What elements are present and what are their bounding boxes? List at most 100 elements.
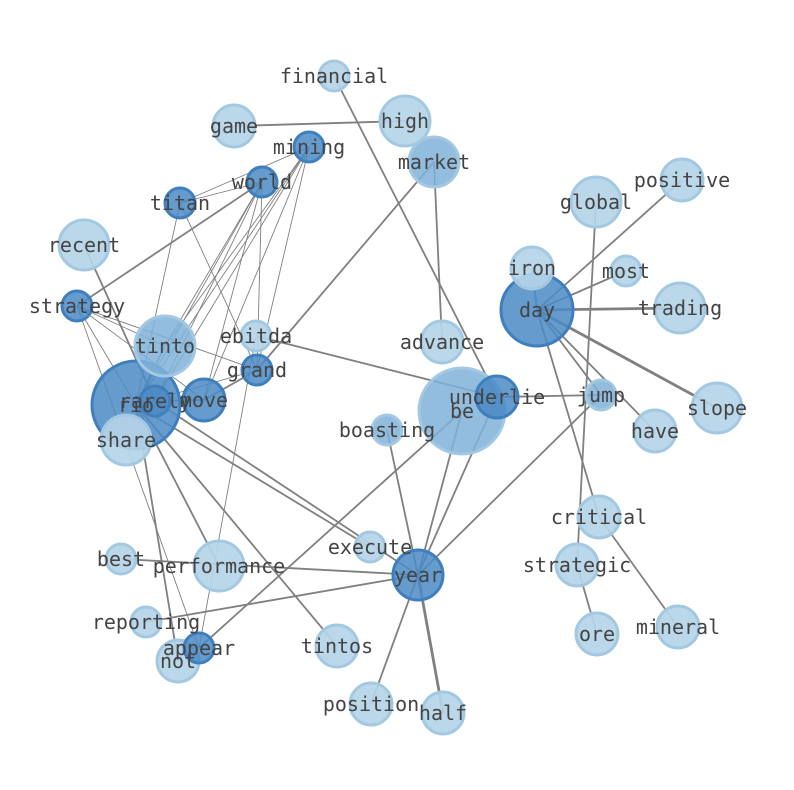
node-label-rarely: rarely [119, 389, 191, 413]
edge-strategy-appear [76, 305, 200, 649]
edge-be-appear [198, 410, 463, 649]
edge-best-year [120, 558, 419, 576]
node-label-not: not [160, 649, 196, 673]
node-ore [574, 611, 620, 657]
node-label-best: best [97, 547, 145, 571]
node-label-position: position [323, 692, 419, 716]
node-label-have: have [631, 419, 679, 443]
node-label-market: market [398, 150, 470, 174]
edge-mining-tinto [164, 146, 310, 347]
node-year [391, 548, 445, 602]
node-grand [240, 353, 274, 387]
node-label-high: high [381, 109, 429, 133]
node-label-appear: appear [163, 636, 235, 660]
node-label-move: move [180, 388, 228, 412]
edge-global-strategic [576, 201, 597, 566]
edge-critical-mineral [598, 516, 679, 628]
node-tinto [133, 314, 197, 378]
node-label-performance: performance [153, 554, 285, 578]
node-most [609, 254, 643, 288]
node-high [378, 94, 432, 148]
node-critical [576, 494, 622, 540]
node-mining [292, 130, 326, 164]
node-execute [353, 530, 387, 564]
node-label-half: half [419, 701, 467, 725]
node-strategic [554, 542, 600, 588]
node-label-advance: advance [400, 330, 484, 354]
edge-ebitda-appear [198, 335, 257, 649]
node-label-mining: mining [273, 135, 345, 159]
node-rarely [138, 384, 172, 418]
node-strategy [60, 289, 94, 323]
node-label-boasting: boasting [339, 418, 435, 442]
node-half [420, 690, 466, 736]
node-ebitda [239, 319, 273, 353]
node-label-grand: grand [227, 358, 287, 382]
node-label-global: global [560, 190, 632, 214]
node-tintos [314, 623, 360, 669]
node-boasting [370, 413, 404, 447]
node-label-mineral: mineral [636, 615, 720, 639]
node-label-execute: execute [328, 535, 412, 559]
node-world [245, 165, 279, 199]
node-label-day: day [519, 298, 555, 322]
node-game [211, 103, 257, 149]
node-best [104, 542, 138, 576]
node-label-iron: iron [508, 256, 556, 280]
node-label-ore: ore [579, 622, 615, 646]
node-global [569, 175, 623, 229]
node-label-slope: slope [687, 396, 747, 420]
edge-jump-year [417, 394, 602, 576]
node-label-titan: titan [150, 191, 210, 215]
node-label-critical: critical [551, 505, 647, 529]
edge-market-advance [433, 161, 443, 343]
node-label-game: game [210, 114, 258, 138]
node-label-trading: trading [638, 296, 722, 320]
node-trading [653, 281, 707, 335]
node-label-underlie: underlie [449, 385, 545, 409]
node-label-financial: financial [280, 64, 388, 88]
node-label-strategy: strategy [29, 294, 125, 318]
edge-world-move [203, 181, 263, 401]
node-layer [57, 59, 744, 736]
node-label-most: most [602, 259, 650, 283]
node-label-jump: jump [577, 383, 625, 407]
node-underlie [474, 374, 520, 420]
node-market [407, 135, 461, 189]
edge-world-strategy [76, 181, 263, 307]
node-label-share: share [96, 428, 156, 452]
node-move [181, 377, 227, 423]
node-appear [182, 631, 216, 665]
node-label-tinto: tinto [135, 334, 195, 358]
node-reporting [129, 605, 163, 639]
node-position [348, 681, 394, 727]
node-positive [659, 157, 705, 203]
edge-financial-underlie [333, 75, 498, 398]
node-iron [509, 245, 555, 291]
node-performance [192, 539, 246, 593]
node-label-world: world [232, 170, 292, 194]
node-slope [690, 381, 744, 435]
node-label-reporting: reporting [92, 610, 200, 634]
edge-reporting-year [145, 574, 419, 623]
edge-mining-titan [179, 146, 310, 204]
node-recent [57, 218, 111, 272]
edge-rio-execute [135, 404, 371, 548]
edge-game-high [233, 120, 406, 127]
label-layer: financial game high mining market world titan g… [29, 64, 747, 725]
node-label-strategic: strategic [523, 553, 631, 577]
node-jump [584, 378, 618, 412]
node-label-rio: rio [118, 393, 154, 417]
node-label-ebitda: ebitda [220, 324, 292, 348]
edge-world-tinto [164, 181, 263, 347]
node-label-tintos: tintos [301, 634, 373, 658]
node-advance [419, 319, 465, 365]
node-label-positive: positive [634, 168, 730, 192]
node-share [99, 413, 153, 467]
edge-rio-tintos [135, 404, 338, 647]
node-titan [163, 186, 197, 220]
node-mineral [655, 604, 701, 650]
node-label-be: be [450, 399, 474, 423]
edge-market-grand [256, 161, 435, 371]
node-have [632, 408, 678, 454]
